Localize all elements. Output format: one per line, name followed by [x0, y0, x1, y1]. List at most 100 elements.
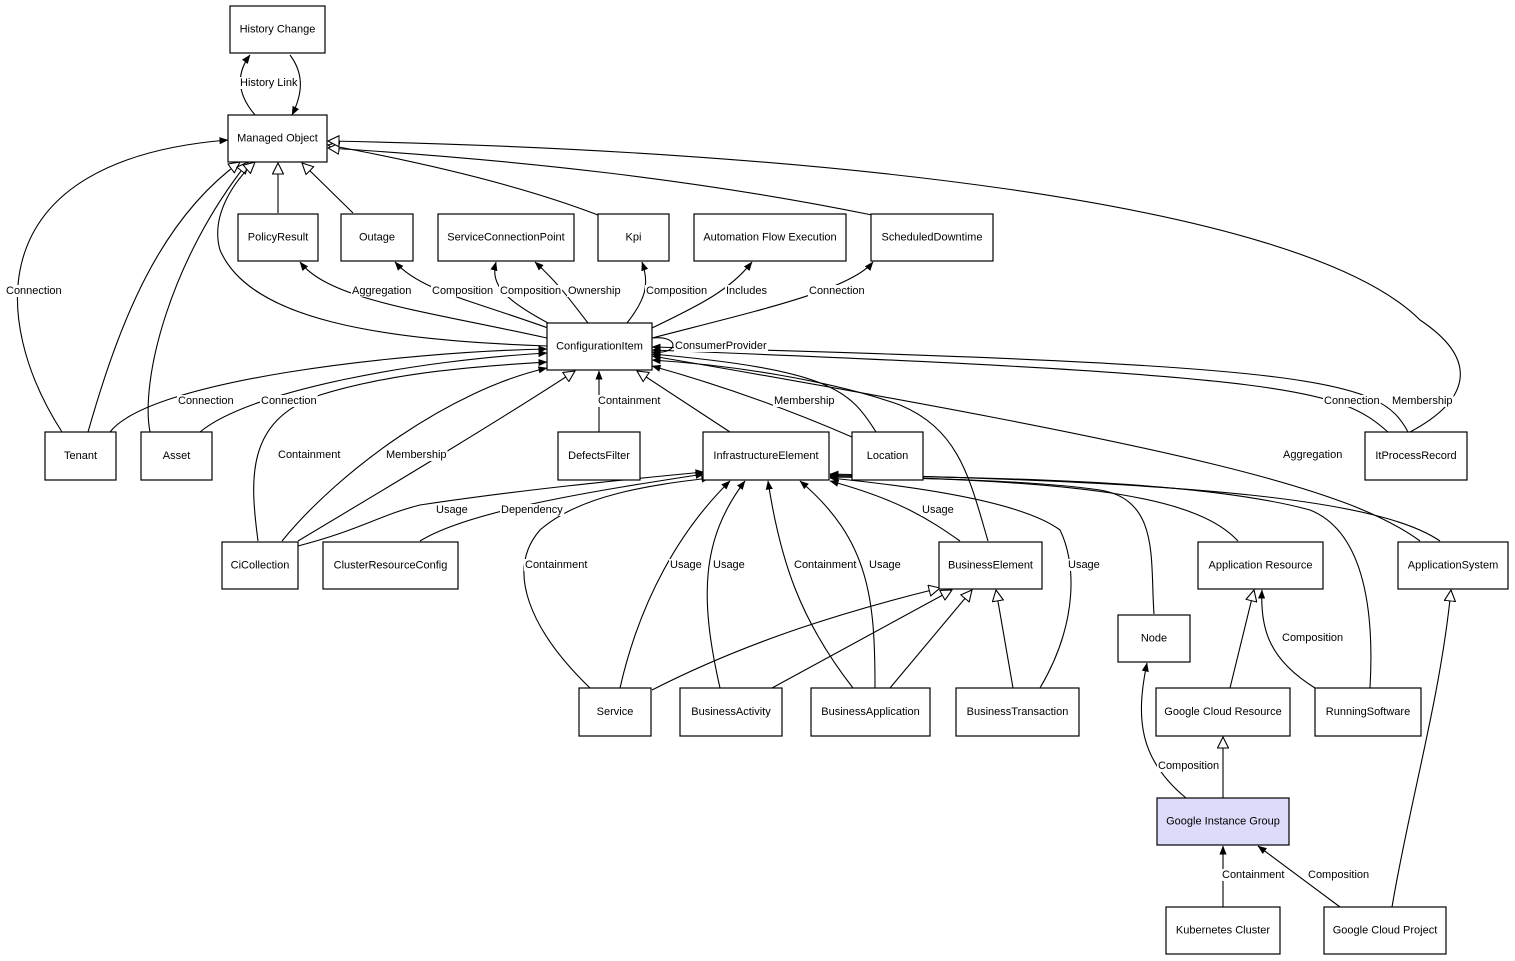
- node-label: BusinessTransaction: [967, 706, 1069, 718]
- node-asset[interactable]: Asset: [140, 431, 213, 481]
- label-history-link: History Link: [240, 77, 298, 89]
- label-defects-containment: Containment: [598, 395, 660, 407]
- edge-sd-mo-generalization: [328, 148, 873, 216]
- label-appsys-aggregation: Aggregation: [1283, 449, 1342, 461]
- edge-rs-ar-composition: [1257, 589, 1316, 689]
- node-kubernetes-cluster[interactable]: Kubernetes Cluster: [1165, 906, 1281, 955]
- node-google-cloud-resource[interactable]: Google Cloud Resource: [1155, 687, 1291, 737]
- label-asset-ci-connection: Connection: [261, 395, 317, 407]
- node-cluster-resource-config[interactable]: ClusterResourceConfig: [322, 541, 459, 590]
- edge-label-background: [597, 395, 662, 407]
- node-label: Asset: [163, 450, 191, 462]
- edge-location-ci-membership: [651, 364, 853, 438]
- node-service[interactable]: Service: [578, 687, 652, 737]
- edge-label-background: [435, 504, 469, 516]
- node-defects-filter[interactable]: DefectsFilter: [557, 431, 641, 481]
- edge-label-background: [725, 285, 769, 297]
- edge-label-background: [921, 504, 955, 516]
- node-label: Application Resource: [1209, 560, 1313, 572]
- node-label: BusinessApplication: [821, 706, 919, 718]
- node-service-connection-point[interactable]: ServiceConnectionPoint: [437, 213, 575, 262]
- node-configuration-item[interactable]: ConfigurationItem: [546, 322, 653, 371]
- label-gcp-gig-composition: Composition: [1308, 869, 1369, 881]
- edge-label-background: [499, 285, 563, 297]
- edge-gcr-ar-generalization: [1229, 590, 1254, 689]
- label-ci-consumer-provider: ConsumerProvider: [675, 340, 767, 352]
- label-tenant-mo-connection: Connection: [6, 285, 62, 297]
- node-scheduled-downtime[interactable]: ScheduledDowntime: [870, 213, 994, 262]
- node-location[interactable]: Location: [851, 431, 924, 481]
- edge-label-background: [1281, 632, 1345, 644]
- node-application-resource[interactable]: Application Resource: [1197, 541, 1324, 590]
- edge-label-background: [277, 449, 342, 461]
- node-label: Location: [867, 450, 909, 462]
- node-policy-result[interactable]: PolicyResult: [237, 213, 319, 262]
- label-bapp-ie-containment: Containment: [794, 559, 856, 571]
- node-infrastructure-element[interactable]: InfrastructureElement: [702, 431, 830, 481]
- node-label: PolicyResult: [248, 232, 309, 244]
- node-outage[interactable]: Outage: [340, 213, 414, 262]
- label-location-membership: Membership: [774, 395, 835, 407]
- edge-ci-sd-connection: [651, 261, 874, 339]
- label-itpr-connection: Connection: [1324, 395, 1380, 407]
- node-label: BusinessActivity: [691, 706, 771, 718]
- node-label: Kpi: [626, 232, 642, 244]
- node-business-application[interactable]: BusinessApplication: [810, 687, 931, 737]
- node-label: CiCollection: [231, 560, 290, 572]
- node-google-cloud-project[interactable]: Google Cloud Project: [1323, 906, 1447, 955]
- edge-be-ci: [651, 356, 989, 542]
- edge-label-background: [385, 449, 448, 461]
- node-managed-object[interactable]: Managed Object: [227, 114, 328, 163]
- edge-asset-mo-generalization: [147, 162, 248, 433]
- node-application-system[interactable]: ApplicationSystem: [1397, 541, 1509, 590]
- edge-appsys-ie: [829, 470, 1441, 542]
- node-label: Outage: [359, 232, 395, 244]
- edge-label-background: [1307, 869, 1371, 881]
- edge-cicoll-ci-containment: [253, 358, 548, 542]
- label-cicoll-ci-containment: Containment: [278, 449, 340, 461]
- label-tenant-ci-connection: Connection: [178, 395, 234, 407]
- node-label: ClusterResourceConfig: [334, 560, 448, 572]
- node-label: Google Cloud Project: [1333, 925, 1438, 937]
- label-bt-ie-usage: Usage: [1068, 559, 1100, 571]
- node-label: History Change: [240, 24, 316, 36]
- node-label: Node: [1141, 633, 1167, 645]
- label-ci-outage-composition: Composition: [432, 285, 493, 297]
- node-kpi[interactable]: Kpi: [597, 213, 670, 262]
- edge-ar-ie: [829, 472, 1239, 542]
- edge-gcp-appsys-generalization: [1391, 590, 1451, 908]
- edge-label-background: [431, 285, 495, 297]
- edge-outage-mo-generalization: [302, 163, 354, 214]
- edge-label-background: [524, 559, 589, 571]
- edge-crc-ie-dependency: [419, 471, 705, 542]
- node-label: InfrastructureElement: [713, 450, 818, 462]
- node-it-process-record[interactable]: ItProcessRecord: [1364, 431, 1468, 481]
- label-bapp-ie-usage: Usage: [869, 559, 901, 571]
- edge-label-background: [1067, 559, 1101, 571]
- edge-asset-ci-connection: [199, 349, 548, 433]
- label-ci-kpi-composition: Composition: [646, 285, 707, 297]
- node-history-change[interactable]: History Change: [229, 5, 326, 54]
- node-label: Service: [597, 706, 634, 718]
- node-node[interactable]: Node: [1117, 614, 1191, 663]
- edge-gcp-gig-composition: [1257, 845, 1341, 908]
- label-cicoll-ie-usage: Usage: [436, 504, 468, 516]
- node-business-element[interactable]: BusinessElement: [938, 541, 1043, 590]
- edge-itpr-ci-connection: [651, 346, 1389, 433]
- node-business-activity[interactable]: BusinessActivity: [679, 687, 783, 737]
- edge-ba-ie-usage: [706, 480, 746, 689]
- node-ci-collection[interactable]: CiCollection: [221, 541, 299, 590]
- edge-label-background: [793, 559, 858, 571]
- node-label: RunningSoftware: [1326, 706, 1410, 718]
- edge-ci-scp-ownership: [534, 261, 589, 324]
- edge-ba-be-generalization: [771, 590, 952, 689]
- node-automation-flow-execution[interactable]: Automation Flow Execution: [693, 213, 847, 262]
- node-google-instance-group[interactable]: Google Instance Group: [1156, 797, 1290, 846]
- node-running-software[interactable]: RunningSoftware: [1314, 687, 1422, 737]
- edge-history-to-mo: [289, 54, 301, 116]
- node-label: ApplicationSystem: [1408, 560, 1499, 572]
- label-ba-ie-usage: Usage: [713, 559, 745, 571]
- node-business-transaction[interactable]: BusinessTransaction: [955, 687, 1080, 737]
- node-tenant[interactable]: Tenant: [44, 431, 117, 481]
- edge-label-background: [500, 504, 565, 516]
